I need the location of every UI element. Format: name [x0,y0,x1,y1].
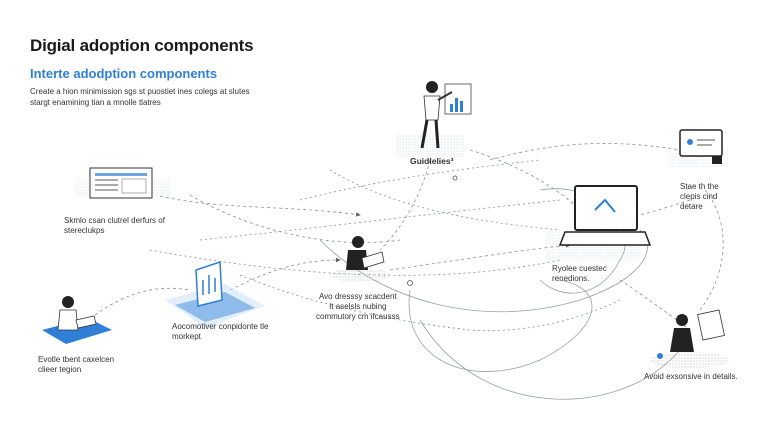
connector-person-to-laptop [389,243,571,271]
chart-bar [450,104,453,112]
label-person-center-line-2: It aselsls nubing [329,302,387,311]
connector-cross-2 [299,159,541,201]
junction-dot [407,280,413,286]
label-laptop-right-line-2: renedions. [552,274,590,283]
connector-guidelines-to-monitor [489,143,681,161]
page-title: Digial adoption components [30,36,254,55]
label-guidelines: Guidlelies³ [410,156,454,166]
label-laptop-right-line-1: Ryolee cuestec [552,264,607,273]
junction-dots [407,175,458,286]
chart-bar [460,101,463,112]
label-screen-left: Skmlo csan clutrel derfurs of stereclukp… [64,216,165,236]
person-left-laptop [75,315,97,329]
person-illustration-left [42,296,112,344]
tablet-illustration-blue [165,260,265,328]
person-center-body [346,250,368,270]
screen-frame [89,167,153,199]
label-monitor-line-3: detare [680,202,703,211]
connector-top-curve [189,194,401,243]
laptop-illustration-right [545,185,652,260]
laptop-base [558,231,652,246]
monitor-illustration-top-right [668,129,728,168]
person-right-body [670,328,694,352]
chart-bar [455,98,458,112]
screen-side-panel [121,178,147,194]
connector-bottom-curve [419,319,681,400]
connector-big-loop [408,279,593,372]
person-center-laptop [361,251,385,269]
presenter-head [426,81,438,93]
person-right-head [676,314,688,326]
person-center-head [352,236,364,248]
person-right-accent [657,353,663,359]
label-person-left-line-1: Evotle tbent caxelcen [38,355,115,364]
screen-illustration-left [75,167,170,199]
presenter-legs [420,119,440,149]
label-person-center-line-1: Avo dresssy scacdent [318,292,397,301]
presenter-arm [437,91,453,101]
connector-rightperson-to-monitor [699,189,724,311]
label-tablet-blue: Aocomotiver conpidonte tle morkept [172,322,269,342]
label-person-left-line-2: clieer tegion [38,365,82,374]
label-monitor-top-right: Stae th the clepis cind detare [680,182,719,212]
label-person-left: Evotle tbent caxelcen clieer tegion [38,355,114,375]
person-right-board [697,309,725,341]
connector-screen-to-hub [159,195,361,217]
label-monitor-line-2: clepis cind [680,192,718,201]
connector-cross-1 [329,169,561,231]
screen-header-bar [95,173,147,176]
monitor-dot [687,139,693,145]
label-person-center: Avo dresssy scacdent It aselsls nubing c… [316,292,400,322]
presenter-illustration [395,81,472,157]
person-right-shadow [650,352,730,368]
intro-text: Create a hion minimission sgs st puostie… [30,86,290,108]
laptop-screen-glyph [594,198,616,213]
page-subtitle: Interte adodption components [30,66,218,81]
label-person-right-line-1: Avoid exsonsive in details. [644,372,738,381]
connector-guidelines-to-laptop [469,149,581,211]
connector-hub-to-guidelines [379,159,431,251]
label-tablet-line-2: morkept [172,332,201,341]
presenter-body [423,95,441,121]
label-screen-left-line-2: stereclukps [64,226,105,235]
connector-lines [94,143,724,400]
label-screen-left-line-1: Skmlo csan clutrel derfurs of [64,216,165,225]
person-illustration-right [650,309,730,368]
intro-line-1: Create a hion minimission sgs st puostie… [30,87,250,96]
person-left-head [62,296,74,308]
monitor-stand [712,156,722,164]
intro-line-2: stargt enamining tian a mnolle tlatres [30,98,161,107]
tablet-blue-glow [165,284,265,328]
label-person-center-line-3: commutory cm ifcausss [316,312,400,321]
label-monitor-line-1: Stae th the [680,182,719,191]
connector-blue-to-person [229,257,341,291]
label-tablet-line-1: Aocomotiver conpidonte tle [172,322,269,331]
person-illustration-center [330,236,390,282]
junction-dot [452,175,458,181]
laptop-screen-frame [574,185,638,231]
connector-leftperson-to-blue [94,287,191,316]
monitor-frame [679,129,723,157]
connector-cross-3 [199,199,561,241]
presenter-shadow [395,135,465,157]
label-person-right: Avoid exsonsive in details. [644,372,738,382]
person-left-body [57,309,79,331]
person-center-shadow [330,268,390,282]
label-laptop-right: Ryolee cuestec renedions. [552,264,607,284]
